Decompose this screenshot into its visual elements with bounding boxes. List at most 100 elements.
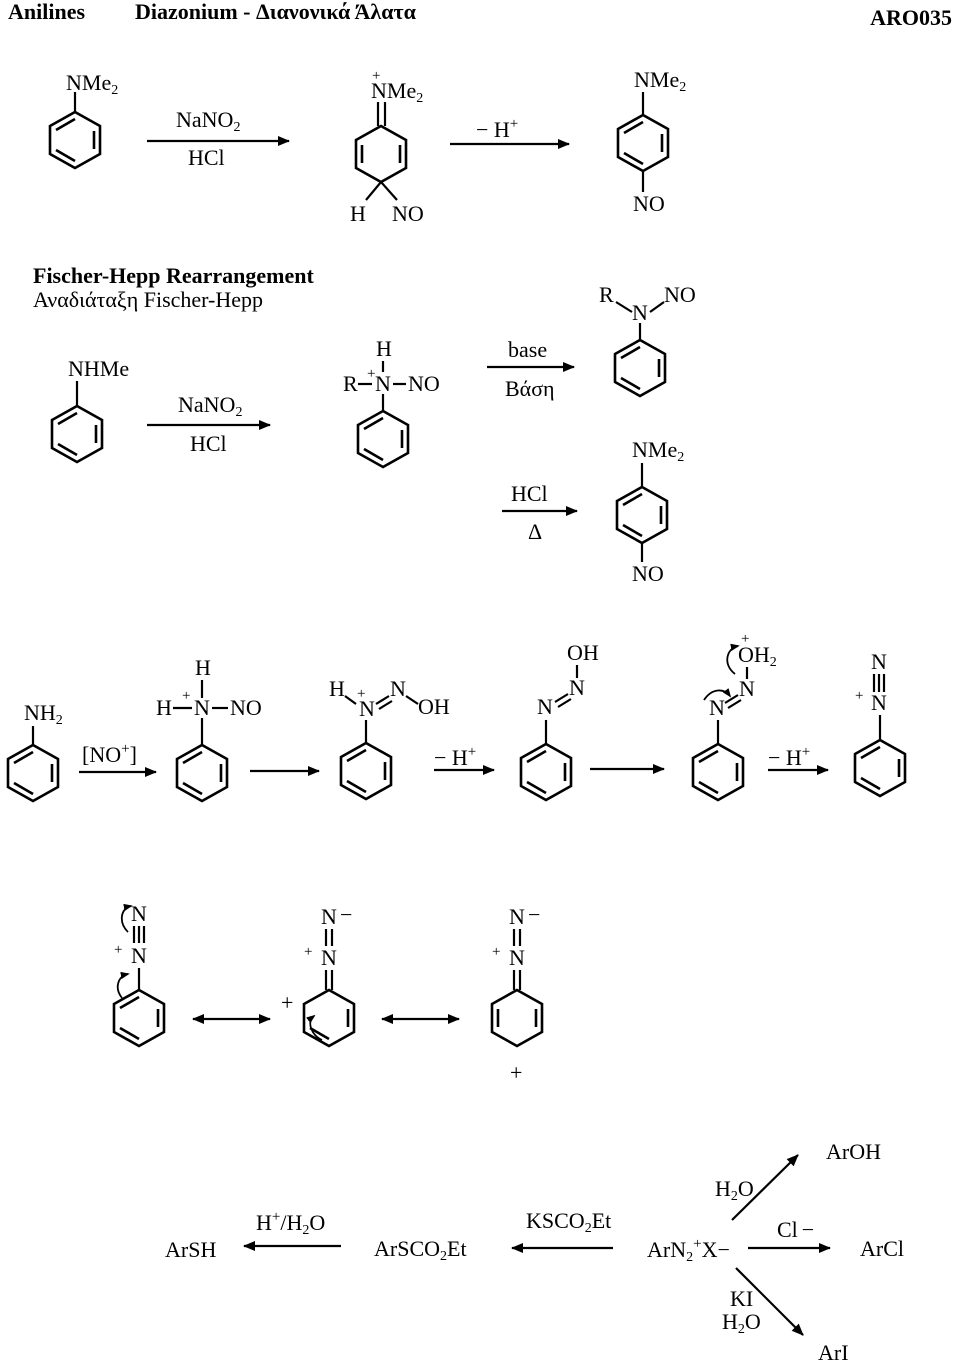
cyclohexadiene-ring [302, 988, 356, 1048]
n-label: N [739, 676, 755, 701]
oh2-label: OH2 [738, 642, 777, 670]
benzene-ring [616, 113, 670, 173]
loss-h-plus: − H+ [476, 116, 518, 142]
n-label: N [509, 945, 525, 970]
no-label: NO [664, 282, 696, 307]
benzene-ring [48, 110, 102, 170]
nme2-label: NMe2 [634, 67, 686, 95]
curved-arrow [116, 971, 130, 999]
oh-label: OH [418, 694, 450, 719]
benzene-ring [112, 988, 166, 1048]
benzene-ring [6, 743, 60, 803]
n-label: N [194, 695, 210, 720]
reagent-hcl: HCl [511, 481, 548, 506]
n-label: N [537, 694, 553, 719]
h-label: H [376, 336, 392, 361]
chloride-reagent: Cl− [777, 1217, 814, 1242]
header-left: Anilines [8, 0, 85, 24]
n-label: N [709, 695, 725, 720]
nh2-label: NH2 [24, 700, 63, 728]
reagent-nano2: NaNO2 [176, 107, 240, 135]
header-middle: Diazonium - Διανονικά Άλατα [135, 0, 417, 24]
plus-sign: + [741, 631, 749, 647]
base-label: base [508, 337, 547, 362]
benzene-ring [50, 404, 104, 464]
arsh-product: ArSH [165, 1237, 216, 1262]
no-label: NO [408, 371, 440, 396]
n-label: N [131, 943, 147, 968]
oh-label: OH [567, 640, 599, 665]
r-label: R [343, 371, 358, 396]
reaction-arrow [731, 1154, 799, 1221]
loss-h-plus: − H+ [434, 744, 476, 770]
section-diazotization-mechanism: NH2 [NO+] H + H N NO H + N N [6, 631, 907, 803]
minus-sign: − [340, 902, 352, 927]
n-label: N [390, 676, 406, 701]
n-label: N [871, 690, 887, 715]
nme2-plus-label: NMe2 [371, 78, 423, 106]
reagent-hcl: HCl [188, 145, 225, 170]
plus-sign: + [492, 944, 500, 960]
n-label: N [569, 675, 585, 700]
nme2-label: NMe2 [632, 437, 684, 465]
plus-sign: + [367, 366, 375, 382]
n-label: N [321, 904, 337, 929]
minus-sign: − [528, 902, 540, 927]
benzene-ring [615, 485, 669, 545]
section-nitrosation-dimethylaniline: NMe2 NaNO2 HCl + NMe2 H NO − H+ NMe2 NO [48, 67, 686, 226]
section-diazonium-reactions: ArSH H+/H2O ArSCO2Et KSCO2Et ArN2+X− H2O… [165, 1139, 904, 1364]
no-label: NO [632, 561, 664, 586]
header-right: ARO035 [870, 5, 952, 30]
n-label: N [321, 945, 337, 970]
section-resonance: N + N N − + N + N − [112, 901, 544, 1085]
reagent-hcl: HCl [190, 431, 227, 456]
h-label: H [156, 695, 172, 720]
reagent-nano2: NaNO2 [178, 392, 242, 420]
benzene-ring [356, 409, 410, 469]
base-label-greek: Βάση [505, 376, 555, 401]
header: Anilines Diazonium - Διανονικά Άλατα ARO… [8, 0, 952, 30]
benzene-ring [613, 338, 667, 398]
no-label: NO [230, 695, 262, 720]
curved-arrow [121, 903, 133, 933]
r-label: R [599, 282, 614, 307]
heat-delta: Δ [528, 519, 542, 544]
reaction-arrow [735, 1267, 804, 1336]
curved-arrow [306, 1014, 323, 1041]
plus-sign: + [357, 686, 365, 702]
n-label: N [375, 371, 391, 396]
benzene-ring [853, 738, 907, 798]
cyclohexadiene-ring [354, 124, 408, 184]
plus-sign: + [281, 990, 293, 1015]
arsco2et-intermediate: ArSCO2Et [374, 1236, 467, 1264]
aroh-product: ArOH [826, 1139, 881, 1164]
nitrosonium-reagent: [NO+] [82, 741, 137, 767]
h-label: H [329, 676, 345, 701]
water-reagent: H2O [715, 1176, 754, 1204]
h-label: H [195, 655, 211, 680]
section-fischer-hepp: Fischer-Hepp Rearrangement Αναδιάταξη Fi… [33, 263, 696, 586]
n-label: N [131, 901, 147, 926]
no-label: NO [392, 201, 424, 226]
plus-sign: + [114, 942, 122, 958]
n-label: N [871, 649, 887, 674]
hydrolysis-reagent: H+/H2O [256, 1209, 325, 1238]
loss-h-plus: − H+ [768, 744, 810, 770]
nhme-label: NHMe [68, 356, 129, 381]
nme2-label: NMe2 [66, 70, 118, 98]
ki-reagent: KI [730, 1286, 753, 1311]
curved-arrow [703, 688, 732, 701]
h-label: H [350, 201, 366, 226]
plus-sign: + [182, 688, 190, 704]
n-label: N [632, 300, 648, 325]
plus-sign: + [510, 1060, 522, 1085]
curved-arrow [726, 643, 740, 675]
no-label: NO [633, 191, 665, 216]
benzene-ring [691, 742, 745, 802]
plus-sign: + [304, 944, 312, 960]
fischer-hepp-title: Fischer-Hepp Rearrangement [33, 263, 315, 288]
benzene-ring [519, 742, 573, 802]
plus-sign: + [372, 68, 380, 84]
ari-product: ArI [818, 1340, 849, 1364]
